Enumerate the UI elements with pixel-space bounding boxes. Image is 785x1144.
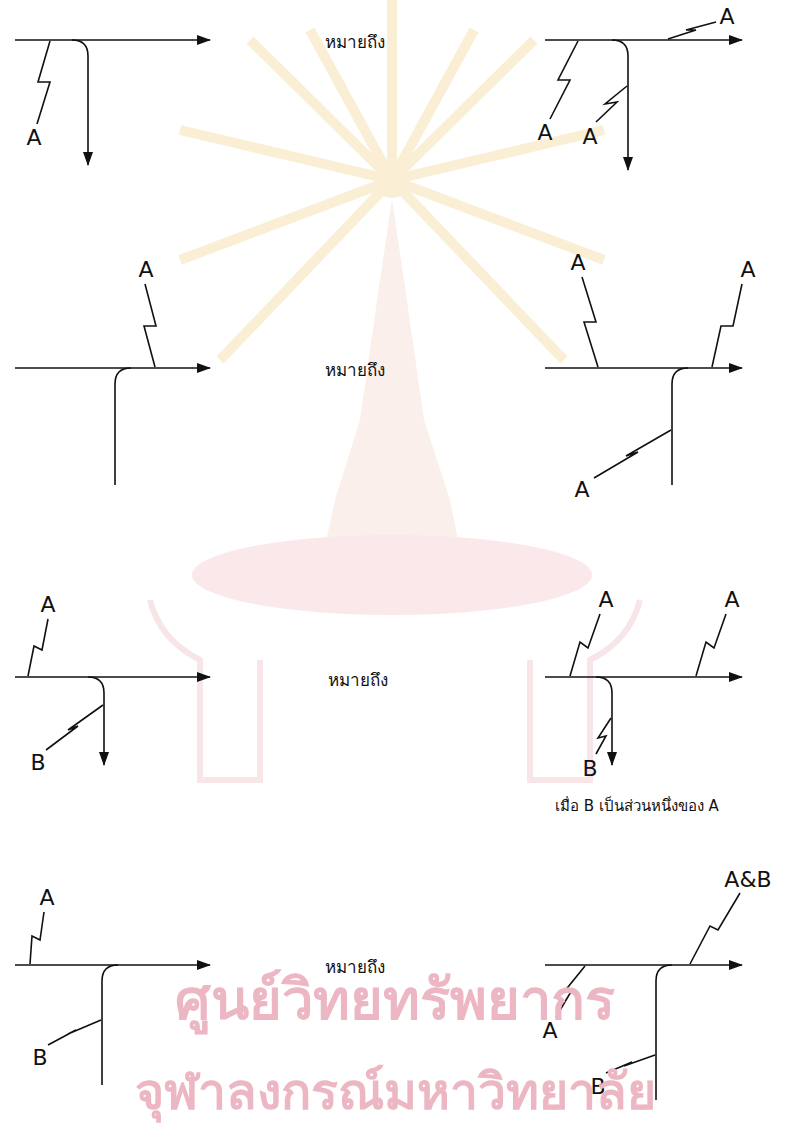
port-letter: B [32,1046,47,1070]
means-text: หมายถึง [328,671,388,690]
means-text: หมายถึง [325,958,385,977]
port-letter: A [598,588,613,612]
watermark-text: จุฬาลงกรณ์มหาวิทยาลัย [135,1065,656,1120]
port-letter: A [26,126,41,150]
port-letter: B [30,751,45,775]
port-letter: A [570,251,585,275]
arrow-lines [15,22,742,1100]
port-letter: A [542,1019,557,1043]
means-text: หมายถึง [325,361,385,380]
port-letter: A&B [724,868,771,892]
note-text: เมื่อ B เป็นส่วนหนึ่งของ A [555,798,719,815]
port-letter: A [537,121,552,145]
port-letter: A [138,258,153,282]
port-letter: A [582,125,597,149]
port-letter: A [40,593,55,617]
port-letter: A [39,886,54,910]
port-letter: A [574,478,589,502]
port-letter: B [582,757,597,781]
port-letter: A [724,588,739,612]
emblem-watermark [150,0,640,780]
means-text: หมายถึง [325,33,385,52]
port-letter: A [719,5,734,29]
port-letter: A [740,258,755,282]
